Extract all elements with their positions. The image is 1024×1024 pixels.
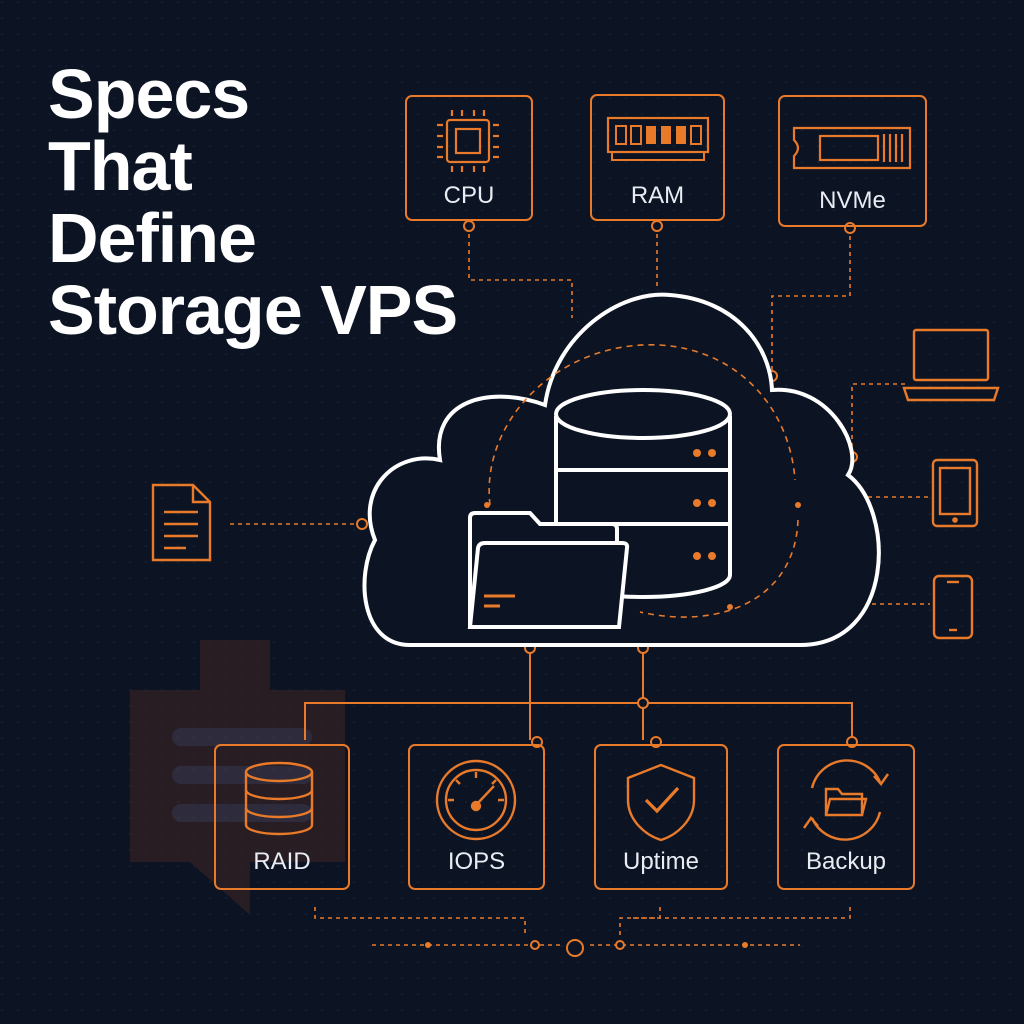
ram-module-icon <box>606 116 710 161</box>
page-title: Specs That Define Storage VPS <box>48 55 458 349</box>
document-icon <box>151 483 212 562</box>
connector-lines <box>230 226 930 946</box>
shield-check-icon <box>626 763 696 842</box>
laptop-icon <box>902 328 1000 402</box>
nvme-spec-box <box>778 95 927 227</box>
uptime-label: Uptime <box>622 848 700 875</box>
iops-label: IOPS <box>447 848 506 875</box>
raid-label: RAID <box>253 848 311 875</box>
database-status-lights <box>693 449 716 560</box>
backup-spec-box <box>777 744 915 890</box>
title-line-2: That <box>48 127 193 205</box>
ram-spec-box <box>590 94 725 221</box>
iops-spec-box <box>408 744 545 890</box>
nvme-drive-icon <box>792 126 912 170</box>
speedometer-icon <box>435 759 517 841</box>
title-line-3: Define <box>48 199 257 277</box>
backup-label: Backup <box>805 848 887 875</box>
bus-lines <box>304 650 853 740</box>
ram-label: RAM <box>630 182 685 209</box>
cpu-label: CPU <box>443 182 495 209</box>
cpu-chip-icon <box>437 110 499 172</box>
raid-database-icon <box>244 761 314 836</box>
uptime-spec-box <box>594 744 728 890</box>
nvme-label: NVMe <box>819 187 886 214</box>
raid-spec-box <box>214 744 350 890</box>
cpu-spec-box <box>405 95 533 221</box>
title-line-1: Specs <box>48 55 250 133</box>
backup-folder-icon <box>803 759 889 841</box>
folder-icon <box>467 511 630 629</box>
cloud-inner-arcs <box>488 344 799 618</box>
bus-dots <box>425 942 748 948</box>
smartphone-icon <box>932 574 974 640</box>
connector-nodes <box>356 220 858 957</box>
tablet-icon <box>931 458 979 528</box>
title-line-4: Storage VPS <box>48 271 458 349</box>
